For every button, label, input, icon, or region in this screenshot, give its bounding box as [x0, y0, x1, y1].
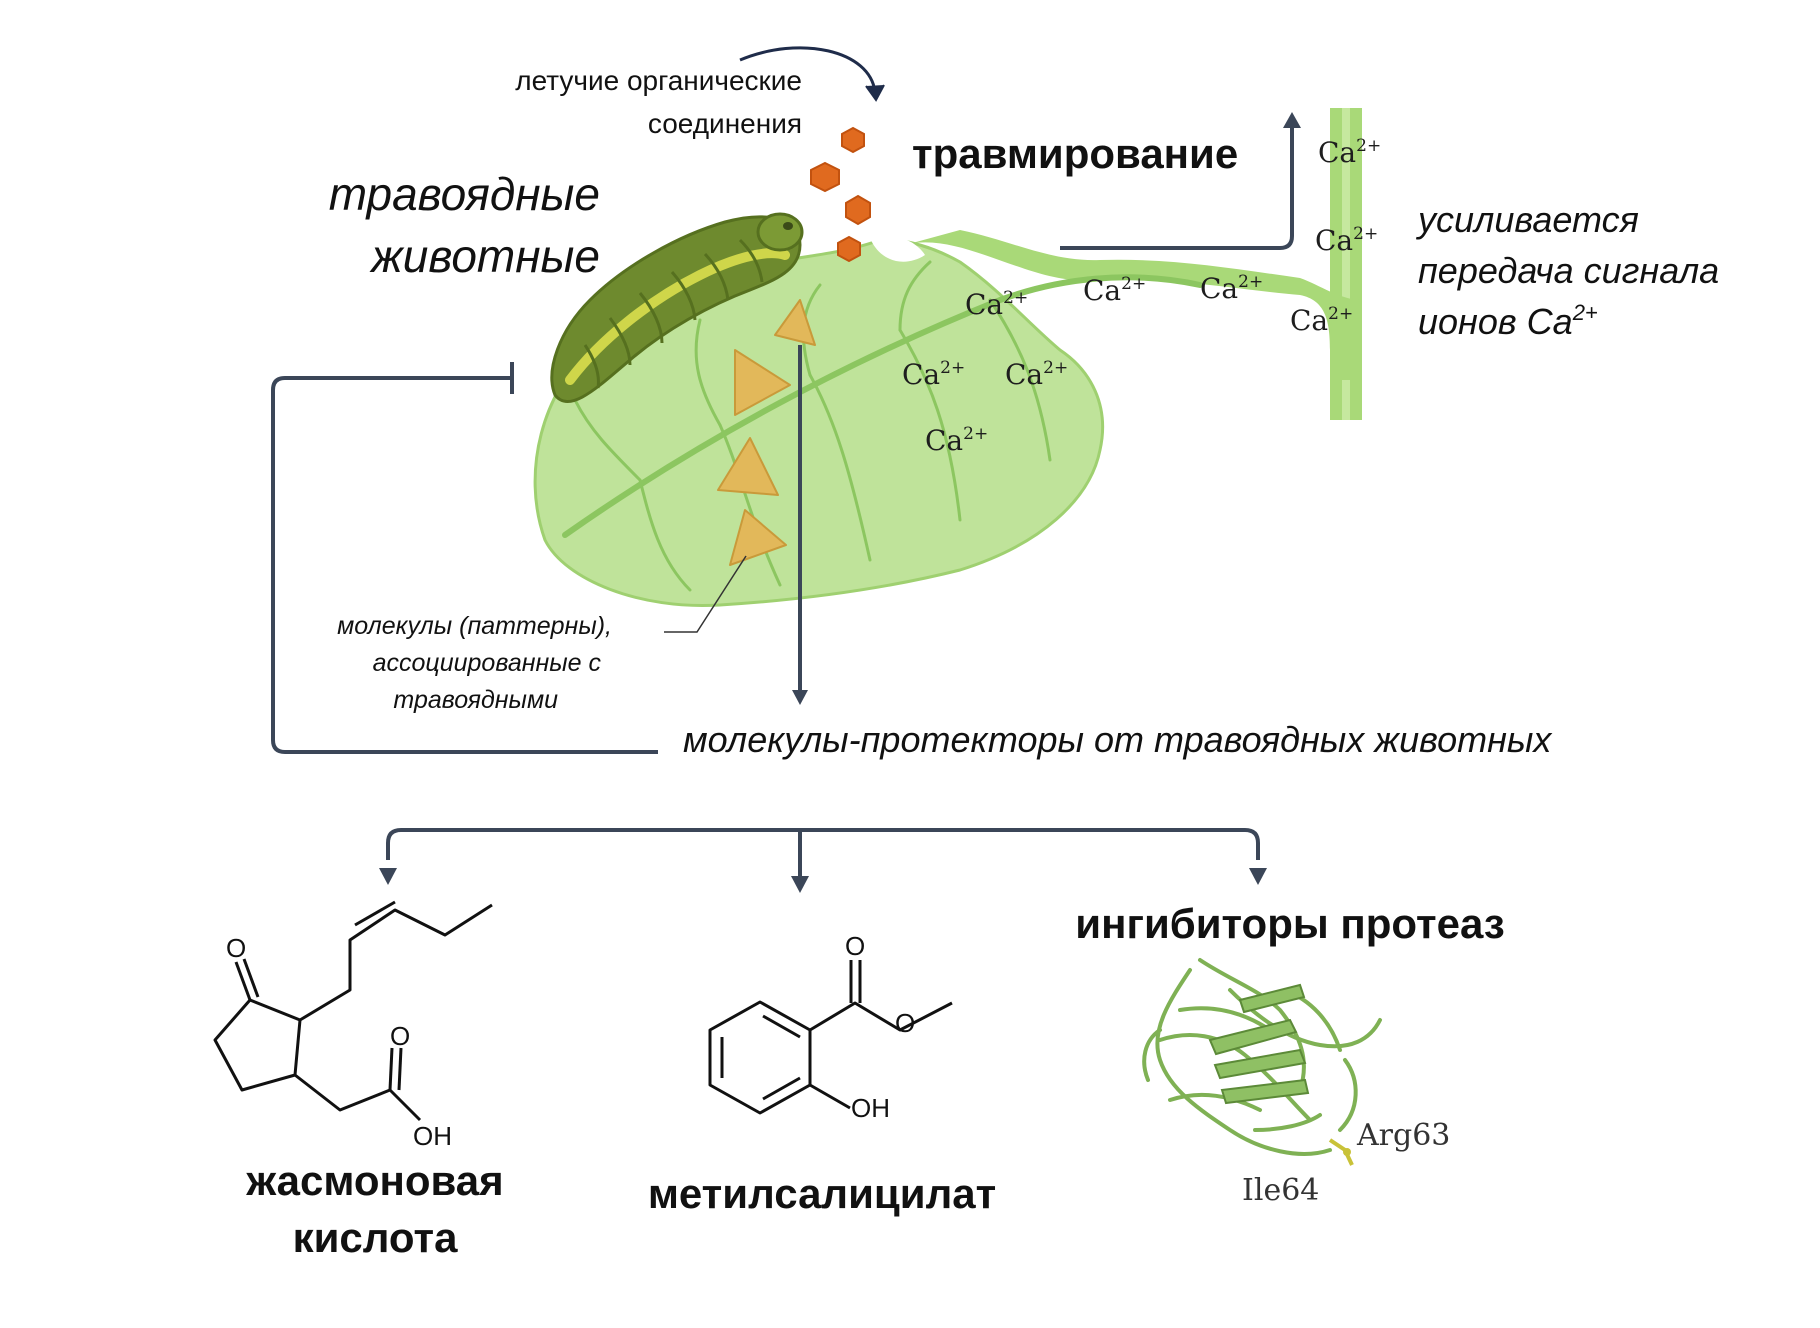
residue-arg63: Arg63 [1356, 1118, 1450, 1153]
voc-emission-arrowhead [865, 84, 885, 102]
jasmonic-acid-label-line2: кислота [293, 1214, 459, 1261]
methyl-salicylate-label: метилсалицилат [648, 1170, 996, 1217]
jasmonic-acid-structure [213, 900, 493, 1122]
voc-molecule [845, 194, 871, 226]
inhibition-feedback-line [271, 376, 658, 754]
protease-inhibitor-strands [1208, 983, 1310, 1105]
herbivores-label-line2: животные [369, 230, 600, 282]
ca-ion-label: Ca2+ [1005, 358, 1068, 391]
protease-inhibitors-label: ингибиторы протеаз [1075, 900, 1504, 947]
hamp-label-line2: ассоциированные с [373, 649, 602, 677]
protease-active-residues [1328, 1138, 1354, 1166]
caterpillar [550, 212, 804, 403]
jasmonic-acid-label-line1: жасмоновая [245, 1157, 503, 1204]
phenol-hydroxyl: OH [851, 1093, 890, 1123]
protectors-label: молекулы-протекторы от травоядных животн… [683, 719, 1553, 760]
herbivores-label-line1: травоядные [329, 168, 600, 220]
hamp-triangle [734, 349, 791, 416]
signal-label-line2: передача сигнала [1418, 250, 1719, 291]
voc-molecule [841, 126, 865, 154]
jasmonic-arrowhead [379, 868, 397, 885]
voc-molecule [837, 235, 861, 263]
arrowheads [379, 112, 1301, 893]
signal-label-line1: усиливается [1415, 199, 1639, 240]
protectors-arrowhead [792, 690, 808, 705]
ca-ion-label: Ca2+ [1315, 224, 1378, 257]
connectors [271, 125, 1294, 880]
voc-label-line2: соединения [648, 108, 802, 139]
hamp-label-line3: травоядными [393, 686, 558, 714]
leaf [533, 230, 1362, 608]
signal-label-line3: ионов Ca2+ [1418, 300, 1598, 342]
ester-carbonyl-oxygen: O [845, 931, 865, 961]
ca-ion-label: Ca2+ [1200, 272, 1263, 305]
protease-arrowhead [1249, 868, 1267, 885]
ca-ion-label: Ca2+ [902, 358, 965, 391]
ca-ion-label: Ca2+ [965, 288, 1028, 321]
ester-oxygen: O [895, 1008, 915, 1038]
residue-ile64: Ile64 [1242, 1173, 1319, 1208]
jasmonic-acid-atoms: O O OH [226, 933, 452, 1151]
ca-ion-label: Ca2+ [1318, 136, 1381, 169]
acid-hydroxyl: OH [413, 1121, 452, 1151]
ketone-oxygen: O [226, 933, 246, 963]
hamp-triangles [717, 299, 816, 566]
methyl-salicylate-arrowhead [791, 876, 809, 893]
hamp-triangle [729, 509, 787, 566]
protein-residues: Arg63 Ile64 [1242, 1118, 1450, 1208]
ca-ion-label: Ca2+ [1083, 274, 1146, 307]
wounding-signal-line [1060, 125, 1294, 250]
ca-ion-label: Ca2+ [1290, 304, 1353, 337]
ca-ion-label: Ca2+ [925, 424, 988, 457]
hamp-label-line1: молекулы (паттерны), [337, 612, 612, 640]
wounding-arrowhead [1283, 112, 1301, 128]
hamp-triangle [717, 437, 779, 496]
hamp-triangle [774, 299, 816, 346]
voc-molecule [810, 161, 840, 193]
voc-label-line1: летучие органические [515, 65, 802, 96]
methyl-salicylate-atoms: O O OH [845, 931, 915, 1123]
voc-emission-arrow [739, 46, 877, 93]
branch-bar [386, 828, 1260, 860]
hamp-pointer-line [664, 555, 747, 633]
voc-hexagons [810, 126, 871, 263]
acid-oxygen: O [390, 1021, 410, 1051]
wounding-label: травмирование [912, 130, 1238, 177]
calcium-ions: Ca2+ Ca2+ Ca2+ Ca2+ Ca2+ Ca2+ Ca2+ Ca2+ … [902, 136, 1381, 457]
methyl-salicylate-structure [708, 960, 953, 1115]
protease-inhibitor-protein [1142, 958, 1382, 1156]
